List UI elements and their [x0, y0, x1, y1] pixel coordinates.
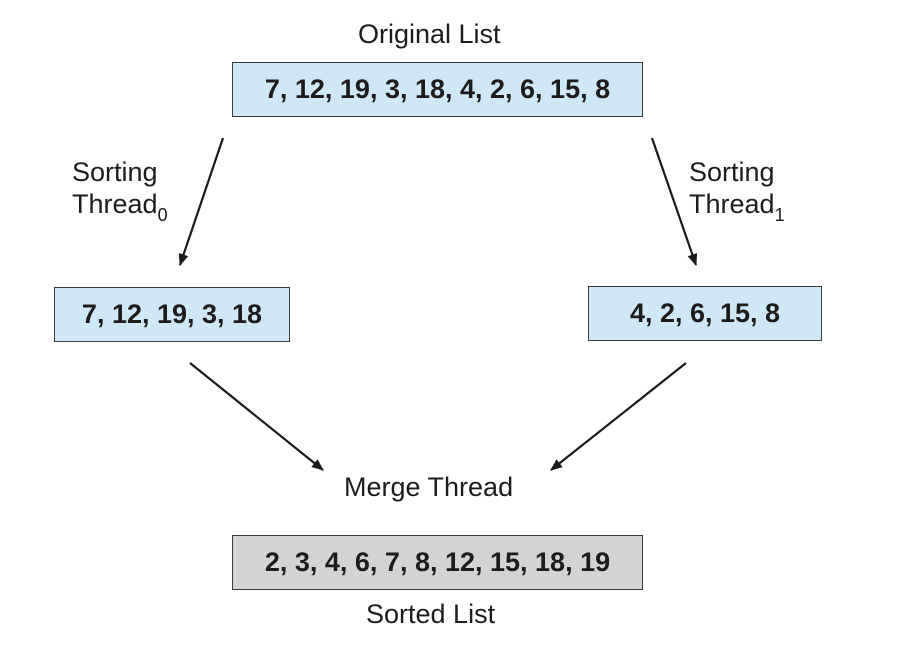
sorting-thread-0-label: Sorting Thread0 — [72, 156, 168, 225]
sorting-thread-1-line2: Thread1 — [689, 188, 785, 225]
sorting-thread-1-label: Sorting Thread1 — [689, 156, 785, 225]
arrow-sublist-0-to-merge — [189, 362, 324, 471]
sublist-0-values: 7, 12, 19, 3, 18 — [81, 299, 263, 329]
sublist-1-values: 4, 2, 6, 15, 8 — [629, 298, 781, 328]
sorting-thread-1-word: Thread — [689, 189, 775, 219]
sublist-1-box: 4, 2, 6, 15, 8 — [588, 286, 822, 341]
sorting-thread-1-subscript: 1 — [774, 205, 785, 225]
sorted-list-box: 2, 3, 4, 6, 7, 8, 12, 15, 18, 19 — [232, 535, 643, 590]
sorting-thread-0-line1: Sorting — [72, 157, 158, 187]
sorting-thread-0-line2: Thread0 — [72, 188, 168, 225]
original-list-label: Original List — [358, 19, 501, 49]
original-list-box: 7, 12, 19, 3, 18, 4, 2, 6, 15, 8 — [232, 62, 643, 117]
original-list-values: 7, 12, 19, 3, 18, 4, 2, 6, 15, 8 — [264, 74, 611, 104]
sorting-thread-0-subscript: 0 — [157, 205, 168, 225]
arrow-original-to-sublist-1 — [650, 137, 698, 266]
merge-thread-label: Merge Thread — [344, 472, 514, 502]
arrow-original-to-sublist-0 — [178, 137, 225, 266]
arrow-sublist-1-to-merge — [550, 362, 687, 471]
sublist-0-box: 7, 12, 19, 3, 18 — [54, 287, 290, 342]
sorting-thread-0-word: Thread — [72, 189, 158, 219]
sorted-list-label: Sorted List — [366, 599, 496, 629]
sorting-thread-1-line1: Sorting — [689, 157, 775, 187]
sorted-list-values: 2, 3, 4, 6, 7, 8, 12, 15, 18, 19 — [264, 547, 611, 577]
